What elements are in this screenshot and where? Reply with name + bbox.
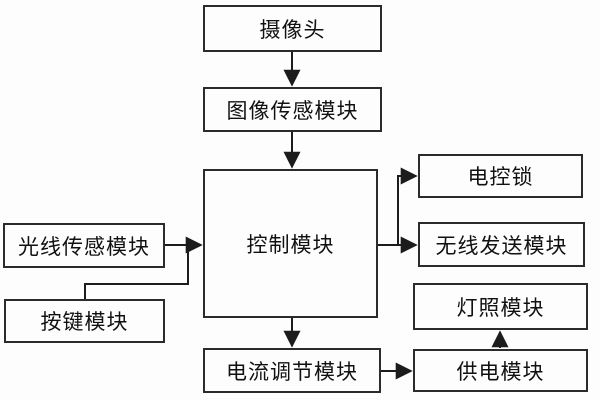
electric-lock-node: 电控锁 <box>418 154 583 198</box>
edge-control-to-lock <box>397 167 418 245</box>
lighting-module-label: 灯照模块 <box>456 295 545 320</box>
light-sensor-node: 光线传感模块 <box>3 223 165 268</box>
control-module-label: 控制模块 <box>246 232 335 257</box>
button-module-label: 按键模块 <box>40 310 129 334</box>
camera-node: 摄像头 <box>203 5 382 52</box>
power-supply-node: 供电模块 <box>413 349 588 392</box>
camera-label: 摄像头 <box>259 17 326 42</box>
light-sensor-label: 光线传感模块 <box>18 234 150 259</box>
image-sensor-node: 图像传感模块 <box>203 87 382 132</box>
lighting-module-node: 灯照模块 <box>413 283 588 330</box>
power-supply-label: 供电模块 <box>456 359 545 384</box>
button-module-node: 按键模块 <box>4 299 165 343</box>
current-regulator-label: 电流调节模块 <box>226 359 358 384</box>
electric-lock-label: 电控锁 <box>467 165 534 189</box>
wireless-transmit-label: 无线发送模块 <box>435 233 568 258</box>
image-sensor-label: 图像传感模块 <box>226 98 359 123</box>
control-module-node: 控制模块 <box>203 169 378 318</box>
current-regulator-node: 电流调节模块 <box>203 348 381 393</box>
edge-button-to-control <box>84 246 189 299</box>
wireless-transmit-node: 无线发送模块 <box>418 222 585 267</box>
